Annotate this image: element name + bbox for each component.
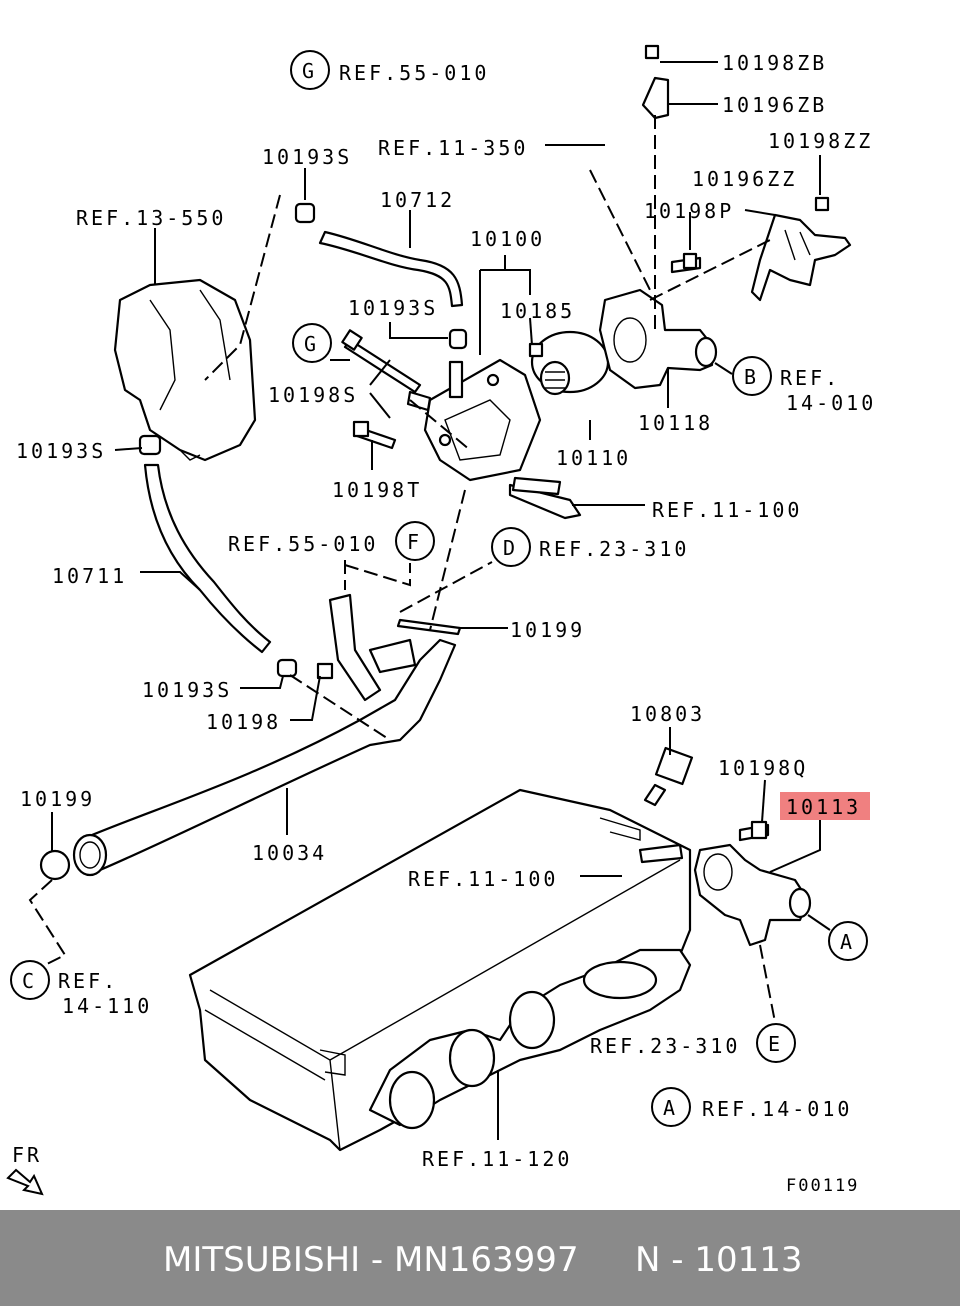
circle-d: D: [491, 527, 531, 567]
circle-g-top-letter: G: [302, 59, 317, 83]
thermostat-case-drawing: [423, 358, 582, 520]
ref-c-line2: 14-110: [62, 994, 152, 1018]
ref-11-120: REF.11-120: [422, 1147, 572, 1171]
label-10198q: 10198Q: [718, 756, 808, 780]
footer-brand-part-number: MITSUBISHI - MN163997: [163, 1240, 579, 1280]
circle-c-letter: C: [22, 969, 37, 993]
circle-a-low: A: [651, 1087, 691, 1127]
circle-f-letter: F: [407, 530, 422, 554]
diagram-id: F00119: [786, 1176, 859, 1196]
circle-a-low-letter: A: [663, 1096, 678, 1120]
footer-reference-number: N - 10113: [635, 1240, 803, 1280]
label-10193s-low: 10193S: [142, 678, 232, 702]
circle-a-letter: A: [840, 930, 855, 954]
label-10193s-left: 10193S: [16, 439, 106, 463]
label-10110: 10110: [556, 446, 631, 470]
label-10712: 10712: [380, 188, 455, 212]
label-10198s: 10198S: [268, 383, 358, 407]
water-outlet-lower-drawing: [693, 843, 812, 947]
footer-bar: MITSUBISHI - MN163997 N - 10113: [0, 1210, 960, 1306]
ref-11-100-top: REF.11-100: [652, 498, 802, 522]
ref-11-350: REF.11-350: [378, 136, 528, 160]
circle-f: F: [395, 521, 435, 561]
ref-23-310-low: REF.23-310: [590, 1034, 740, 1058]
front-arrow-icon: [6, 1168, 44, 1196]
label-10198zz: 10198ZZ: [768, 129, 873, 153]
label-10711: 10711: [52, 564, 127, 588]
circle-c: C: [10, 960, 50, 1000]
circle-g-mid-letter: G: [304, 332, 319, 356]
label-10803: 10803: [630, 702, 705, 726]
ref-55-010-mid: REF.55-010: [228, 532, 378, 556]
label-10113-highlighted: 10113: [786, 795, 861, 819]
label-10185: 10185: [500, 299, 575, 323]
ref-11-100-low: REF.11-100: [408, 867, 558, 891]
label-10198t: 10198T: [332, 478, 422, 502]
ref-14-010-low: REF.14-010: [702, 1097, 852, 1121]
circle-e-letter: E: [768, 1032, 783, 1056]
ref-13-550: REF.13-550: [76, 206, 226, 230]
thermostat-drawing: [530, 330, 610, 396]
label-10193s-top: 10193S: [262, 145, 352, 169]
sensor-drawing: [643, 746, 694, 807]
label-10034: 10034: [252, 841, 327, 865]
small-bracket-drawing: [641, 76, 670, 120]
dashed-lines: [28, 115, 776, 1023]
circle-g-top: G: [290, 50, 330, 90]
label-10199-mid: 10199: [510, 618, 585, 642]
label-10193s-mid: 10193S: [348, 296, 438, 320]
bolts-drawing: [316, 44, 830, 864]
parts-diagram: G G B F D A C E A 10198ZB 10196ZB 10198Z…: [6, 44, 876, 1196]
fr-label: FR: [12, 1143, 42, 1167]
circle-g-mid: G: [292, 323, 332, 363]
leader-lines: [51, 61, 831, 1140]
label-10199-left: 10199: [20, 787, 95, 811]
bracket-drawing: [750, 213, 852, 302]
ref-b-line1: REF.: [780, 366, 840, 390]
hose-10712-drawing: [294, 202, 468, 350]
label-10196zb: 10196ZB: [722, 93, 827, 117]
label-10198: 10198: [206, 710, 281, 734]
circle-e: E: [756, 1023, 796, 1063]
ref-23-310-top: REF.23-310: [539, 537, 689, 561]
cylinder-head-drawing: [188, 788, 692, 1152]
label-10198p: 10198P: [644, 199, 734, 223]
circle-b: B: [732, 356, 772, 396]
water-pipe-drawing: [39, 593, 457, 881]
label-10196zz: 10196ZZ: [692, 167, 797, 191]
circle-d-letter: D: [503, 536, 518, 560]
label-10118: 10118: [638, 411, 713, 435]
ref-55-010-top: REF.55-010: [339, 61, 489, 85]
hose-10711-drawing: [138, 434, 298, 678]
highlight-box: [780, 792, 870, 820]
ref-b-line2: 14-010: [786, 391, 876, 415]
label-10198zb: 10198ZB: [722, 51, 827, 75]
front-direction-indicator: FR: [6, 1143, 44, 1196]
throttle-body-drawing: [113, 278, 257, 462]
label-10100: 10100: [470, 227, 545, 251]
circle-a: A: [828, 921, 868, 961]
circle-b-letter: B: [744, 365, 759, 389]
water-outlet-upper-drawing: [598, 288, 718, 390]
ref-c-line1: REF.: [58, 969, 118, 993]
